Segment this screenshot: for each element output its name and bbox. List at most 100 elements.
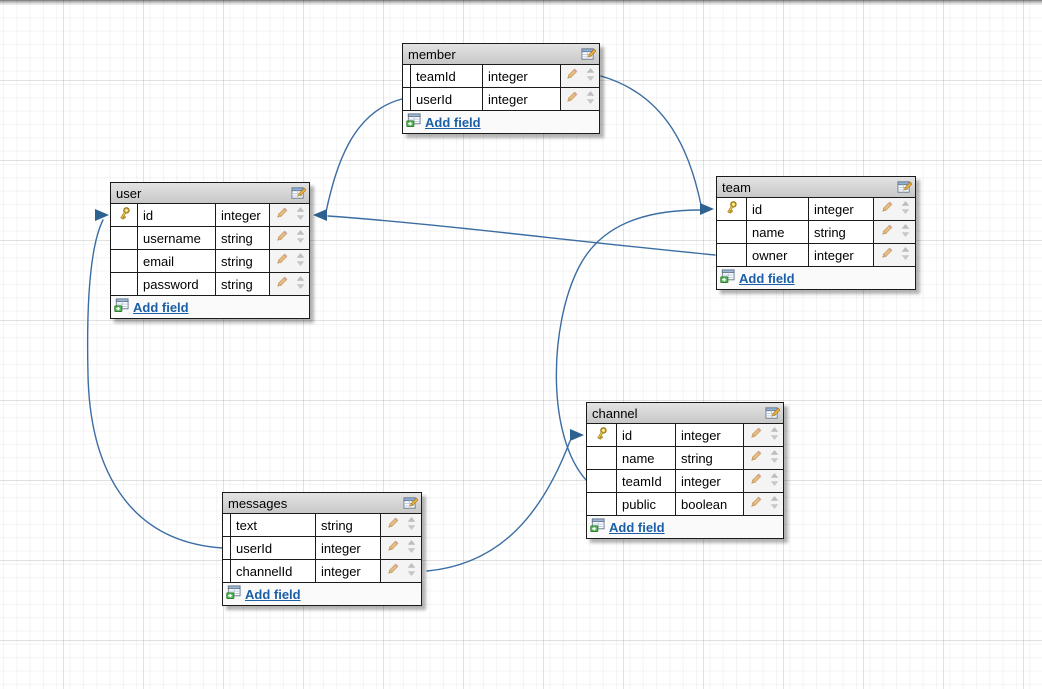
field-row-name[interactable]: name string: [587, 447, 783, 470]
edit-field-pencil-icon[interactable]: [275, 230, 288, 243]
field-row-id[interactable]: id integer: [111, 204, 309, 227]
add-field-link[interactable]: Add field: [245, 586, 301, 602]
field-controls: [874, 221, 915, 243]
edit-field-pencil-icon[interactable]: [275, 207, 288, 220]
reorder-field-arrows-icon[interactable]: [770, 426, 779, 441]
field-row-username[interactable]: username string: [111, 227, 309, 250]
reorder-field-arrows-icon[interactable]: [586, 67, 595, 82]
edit-field-pencil-icon[interactable]: [880, 247, 893, 260]
key-cell: [111, 273, 138, 295]
field-row-name[interactable]: name string: [717, 221, 915, 244]
table-team[interactable]: team id integer: [716, 176, 916, 290]
field-row-id[interactable]: id integer: [717, 198, 915, 221]
table-member-header[interactable]: member: [403, 44, 599, 65]
table-messages-header[interactable]: messages: [223, 493, 421, 514]
add-field-link[interactable]: Add field: [739, 270, 795, 286]
reorder-field-arrows-icon[interactable]: [407, 539, 416, 554]
reorder-field-arrows-icon[interactable]: [296, 229, 305, 244]
reorder-field-arrows-icon[interactable]: [296, 275, 305, 290]
field-type: integer: [676, 424, 744, 446]
field-type: integer: [809, 244, 874, 266]
reorder-field-arrows-icon[interactable]: [901, 223, 910, 238]
add-field-icon: [226, 585, 241, 599]
reorder-field-arrows-icon[interactable]: [901, 246, 910, 261]
table-title: user: [116, 185, 142, 201]
field-row-owner[interactable]: owner integer: [717, 244, 915, 267]
add-field-link[interactable]: Add field: [425, 114, 481, 130]
table-team-header[interactable]: team: [717, 177, 915, 198]
add-field-link[interactable]: Add field: [133, 299, 189, 315]
reorder-field-arrows-icon[interactable]: [407, 562, 416, 577]
field-row-id[interactable]: id integer: [587, 424, 783, 447]
add-field-row: Add field: [717, 267, 915, 289]
edit-field-pencil-icon[interactable]: [749, 496, 762, 509]
field-row-public[interactable]: public boolean: [587, 493, 783, 516]
reorder-field-arrows-icon[interactable]: [770, 495, 779, 510]
edit-field-pencil-icon[interactable]: [880, 201, 893, 214]
edit-field-pencil-icon[interactable]: [275, 276, 288, 289]
table-member[interactable]: member teamId integer: [402, 43, 600, 134]
edit-field-pencil-icon[interactable]: [749, 450, 762, 463]
edit-field-pencil-icon[interactable]: [386, 563, 399, 576]
field-type: boolean: [676, 493, 744, 515]
key-cell: [111, 204, 138, 226]
field-row-channelId[interactable]: channelId integer: [223, 560, 421, 583]
edit-table-icon[interactable]: [403, 496, 418, 511]
edit-field-pencil-icon[interactable]: [386, 517, 399, 530]
field-type: integer: [316, 560, 381, 582]
table-user[interactable]: user id integer: [110, 182, 310, 319]
field-row-teamId[interactable]: teamId integer: [403, 65, 599, 88]
field-type: string: [809, 221, 874, 243]
field-name: name: [617, 447, 676, 469]
edit-field-pencil-icon[interactable]: [749, 473, 762, 486]
field-row-text[interactable]: text string: [223, 514, 421, 537]
edit-table-icon[interactable]: [581, 47, 596, 62]
edit-table-icon[interactable]: [765, 406, 780, 421]
edit-field-pencil-icon[interactable]: [565, 68, 578, 81]
key-cell: [403, 65, 411, 87]
field-row-password[interactable]: password string: [111, 273, 309, 296]
table-messages[interactable]: messages text string: [222, 492, 422, 606]
table-title: member: [408, 46, 456, 62]
field-type: integer: [316, 537, 381, 559]
edit-field-pencil-icon[interactable]: [275, 253, 288, 266]
field-row-email[interactable]: email string: [111, 250, 309, 273]
table-user-header[interactable]: user: [111, 183, 309, 204]
field-type: integer: [216, 204, 270, 226]
edit-field-pencil-icon[interactable]: [386, 540, 399, 553]
reorder-field-arrows-icon[interactable]: [770, 449, 779, 464]
field-row-userId[interactable]: userId integer: [403, 88, 599, 111]
edit-table-icon[interactable]: [291, 186, 306, 201]
field-name: name: [747, 221, 809, 243]
field-row-teamId[interactable]: teamId integer: [587, 470, 783, 493]
relation-member-userId-to-user-id: [325, 98, 403, 213]
field-controls: [561, 88, 599, 110]
reorder-field-arrows-icon[interactable]: [296, 252, 305, 267]
table-channel-header[interactable]: channel: [587, 403, 783, 424]
reorder-field-arrows-icon[interactable]: [770, 472, 779, 487]
edit-field-pencil-icon[interactable]: [749, 427, 762, 440]
add-field-link[interactable]: Add field: [609, 519, 665, 535]
edit-field-pencil-icon[interactable]: [880, 224, 893, 237]
add-field-icon: [406, 113, 421, 127]
relation-member-teamId-to-team-id: [600, 75, 702, 206]
field-name: id: [138, 204, 216, 226]
add-field-row: Add field: [111, 296, 309, 318]
field-type: string: [676, 447, 744, 469]
key-cell: [587, 424, 617, 446]
field-row-userId[interactable]: userId integer: [223, 537, 421, 560]
add-field-icon: [114, 298, 129, 312]
reorder-field-arrows-icon[interactable]: [296, 206, 305, 221]
key-cell: [717, 244, 747, 266]
table-channel[interactable]: channel id integer: [586, 402, 784, 539]
reorder-field-arrows-icon[interactable]: [901, 200, 910, 215]
reorder-field-arrows-icon[interactable]: [586, 90, 595, 105]
primary-key-icon: [119, 207, 130, 220]
primary-key-icon: [597, 427, 607, 440]
edit-field-pencil-icon[interactable]: [565, 91, 578, 104]
reorder-field-arrows-icon[interactable]: [407, 516, 416, 531]
arrowhead-user-id-left: [95, 209, 109, 221]
edit-table-icon[interactable]: [897, 180, 912, 195]
